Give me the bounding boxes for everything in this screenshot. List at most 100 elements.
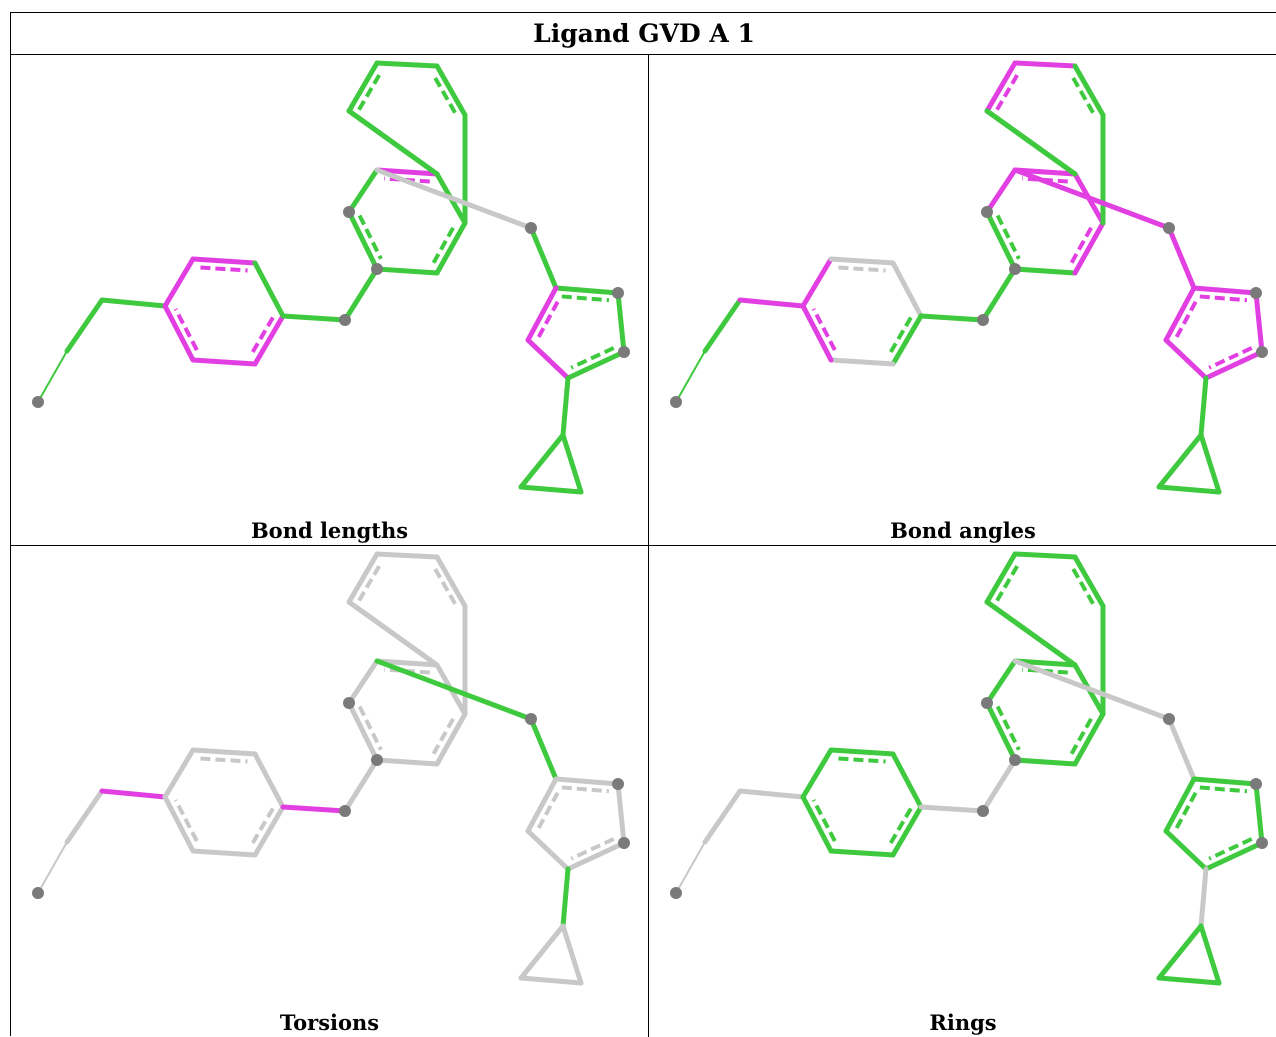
bond-b1-b2 — [984, 700, 1018, 763]
atom-A — [32, 887, 44, 899]
bond-A-m0 — [37, 350, 68, 403]
bond-c3-c1 — [560, 432, 584, 495]
bond-c3-c1 — [1198, 923, 1222, 986]
panel-bond-angles: Bond angles — [649, 55, 1276, 546]
bond-t4-t5 — [1163, 337, 1209, 381]
bond-t5-t1 — [1163, 285, 1197, 343]
double-bond-b3-b4 — [431, 714, 457, 755]
bond-a1-a2 — [346, 60, 380, 114]
bond-b1-b2 — [346, 700, 380, 763]
atom-t3 — [1256, 837, 1268, 849]
double-bond-t3-t4 — [1208, 837, 1253, 861]
double-bond-a3-a4 — [433, 77, 459, 117]
bond-c1-c2 — [1156, 923, 1204, 981]
bond-a1-a2 — [984, 551, 1018, 605]
double-bond-b3-b4 — [1069, 714, 1095, 755]
double-bond-b1-b2 — [357, 705, 383, 751]
bond-b6-b1 — [984, 658, 1018, 706]
double-bond-p4-p5 — [887, 807, 913, 846]
double-bond-a1-a2 — [995, 72, 1021, 111]
bond-p5-p6 — [190, 357, 258, 367]
bond-a5-a1 — [984, 599, 1078, 668]
bond-p6-p1 — [162, 794, 196, 854]
bond-a5-a1 — [346, 599, 440, 668]
bond-m1-p1 — [99, 788, 168, 800]
double-bond-a1-a2 — [357, 72, 383, 111]
panel-torsions: Torsions — [11, 546, 649, 1037]
atom-t3 — [618, 837, 630, 849]
bond-b3-b4 — [1072, 220, 1106, 276]
bond-p6-p1 — [800, 794, 834, 854]
bond-p5-p6 — [828, 357, 896, 367]
bond-m0-m1 — [702, 788, 743, 845]
bond-a3-a4 — [434, 63, 468, 118]
bond-X1-b2 — [980, 757, 1018, 814]
bond-a3-a4 — [1072, 554, 1106, 609]
bond-p3-p4 — [890, 260, 924, 319]
bond-b6-b1 — [984, 167, 1018, 215]
double-bond-p4-p5 — [249, 807, 275, 846]
bond-b2-b3 — [374, 266, 440, 276]
atom-A — [32, 396, 44, 408]
molecule-bond-angles — [670, 60, 1268, 495]
bond-m0-m1 — [64, 788, 105, 845]
bond-N3-t1 — [528, 716, 559, 782]
bond-b2-b3 — [374, 757, 440, 767]
bond-c1-c2 — [518, 923, 566, 981]
caption-bond-lengths: Bond lengths — [250, 518, 409, 543]
atom-b1 — [981, 697, 993, 709]
molecule-torsions — [32, 551, 630, 986]
bond-t1-t2 — [553, 776, 621, 787]
bond-t4-t5 — [1163, 828, 1209, 872]
atom-b1 — [343, 206, 355, 218]
bond-b5-b6 — [1012, 167, 1078, 177]
bond-t4-t5 — [525, 828, 571, 872]
bond-a2-a3 — [1012, 60, 1078, 69]
bond-t5-t1 — [525, 776, 559, 834]
bond-N3-t1 — [1166, 716, 1197, 782]
bond-a5-a1 — [346, 108, 440, 177]
bond-c1-c2 — [1156, 432, 1204, 490]
double-bond-p4-p5 — [887, 316, 913, 355]
atom-A — [670, 396, 682, 408]
double-bond-p6-p1 — [173, 308, 199, 351]
bond-p4-p5 — [890, 804, 924, 858]
double-bond-b1-b2 — [995, 214, 1021, 260]
atom-t2 — [1250, 778, 1262, 790]
bond-p6-p1 — [162, 303, 196, 363]
bond-t1-t2 — [1191, 776, 1259, 787]
atom-t3 — [618, 346, 630, 358]
bond-a1-a2 — [984, 60, 1018, 114]
bond-c1-c2 — [518, 432, 566, 490]
bond-b1-b2 — [984, 209, 1018, 272]
bond-p5-p6 — [190, 848, 258, 858]
double-bond-p6-p1 — [173, 799, 199, 842]
double-bond-t5-t1 — [536, 296, 562, 338]
bond-b3-b4 — [1072, 711, 1106, 767]
bond-c2-c3 — [1156, 484, 1222, 495]
atom-b1 — [981, 206, 993, 218]
bond-N3-t1 — [1166, 225, 1197, 291]
bond-p4-p5 — [252, 313, 286, 367]
bond-p4-X1 — [918, 313, 986, 323]
bond-p4-X1 — [280, 804, 348, 814]
bond-t4-c1 — [560, 375, 571, 438]
double-bond-b1-b2 — [357, 214, 383, 260]
bond-N3-t1 — [528, 225, 559, 291]
bond-t1-t2 — [1191, 285, 1259, 296]
bond-b6-b1 — [346, 658, 380, 706]
bond-p1-p2 — [162, 747, 196, 800]
bond-p2-p3 — [190, 256, 258, 266]
atom-t2 — [612, 287, 624, 299]
double-bond-t1-t2 — [561, 294, 610, 303]
bond-p5-p6 — [828, 848, 896, 858]
bond-c2-c3 — [518, 975, 584, 986]
bond-b2-b3 — [1012, 266, 1078, 276]
bond-X1-b2 — [342, 266, 380, 323]
double-bond-b3-b4 — [431, 223, 457, 264]
bond-m0-m1 — [64, 297, 105, 354]
atom-X1 — [977, 805, 989, 817]
bond-p4-p5 — [252, 804, 286, 858]
bond-m0-m1 — [702, 297, 743, 354]
bond-b3-b4 — [434, 220, 468, 276]
